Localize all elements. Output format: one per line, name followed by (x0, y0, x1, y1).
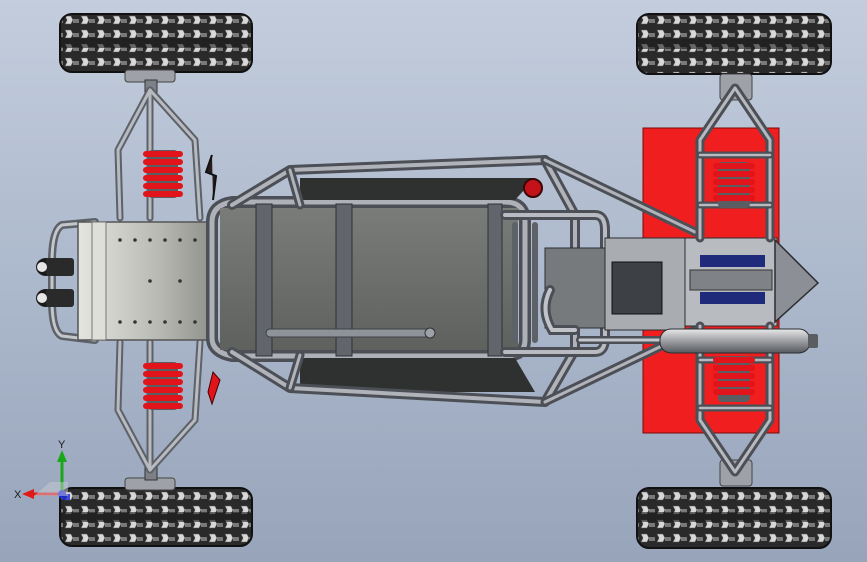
front-right-shock-spring (143, 362, 183, 410)
axis-x-label: X (14, 489, 22, 501)
exhaust-pipe (576, 328, 818, 354)
seat-cross-members (255, 203, 503, 357)
floor-rod (265, 327, 436, 339)
headlight-left (36, 258, 74, 276)
axis-y-label: Y (58, 439, 66, 451)
steering-arm-right (207, 370, 221, 406)
rear-right-wheel (636, 487, 832, 549)
rear-chain-guard (774, 238, 820, 324)
front-plate-holes (118, 238, 197, 324)
steering-arm-left (204, 154, 218, 201)
front-left-shock-spring (143, 150, 183, 198)
fuel-cap (523, 178, 543, 198)
left-side-pod (300, 178, 535, 200)
right-side-pod (300, 358, 535, 392)
rear-left-shock-spring (713, 162, 755, 208)
rear-right-shock-spring (713, 356, 755, 402)
triad-icon: Y X (14, 439, 70, 501)
engine-block (540, 237, 686, 335)
main-frame (206, 196, 531, 362)
headlight-right (36, 289, 74, 307)
rear-transmission (684, 237, 778, 327)
front-right-wheel (59, 487, 253, 547)
front-left-wheel (59, 13, 253, 73)
rear-left-wheel (636, 13, 832, 75)
